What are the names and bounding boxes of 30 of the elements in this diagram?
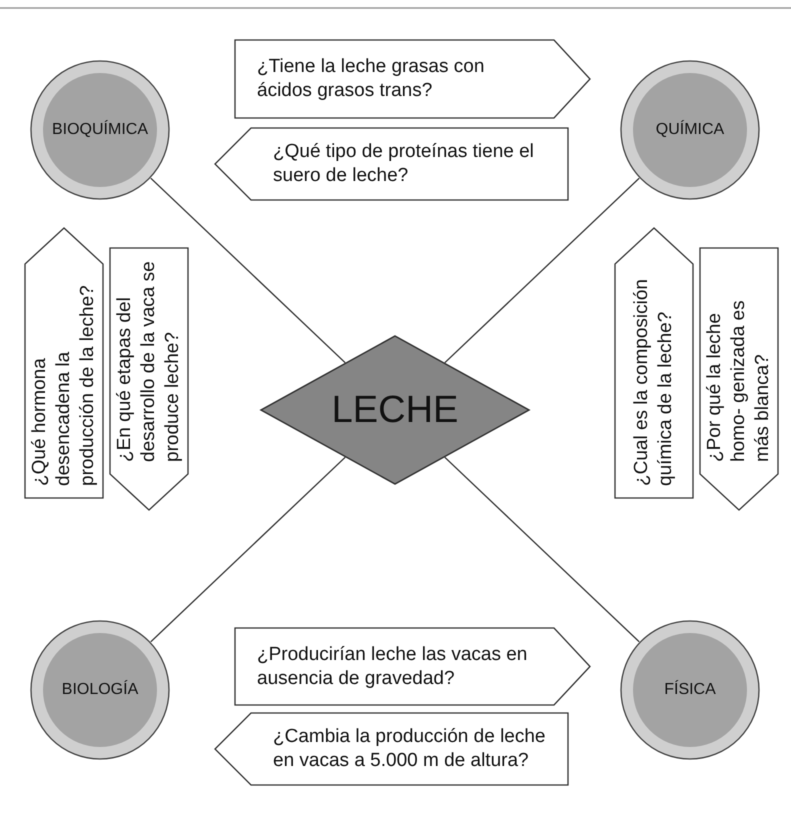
connector-line (150, 178, 346, 364)
connector-line (444, 456, 640, 642)
question-text: ¿Por qué la leche homo- genizada es más blanca? (703, 299, 774, 462)
question-text: ¿En qué etapas del desarrollo de la vaca se produce leche? (113, 260, 184, 462)
discipline-label: BIOLOGÍA (62, 681, 138, 699)
discipline-label: QUÍMICA (656, 121, 724, 139)
question-tag (25, 228, 103, 498)
discipline-label: BIOQUÍMICA (52, 121, 148, 139)
question-text: ¿Producirían leche las vacas en ausencia de gravedad? (257, 642, 528, 690)
question-tag (235, 628, 590, 705)
center-diamond (260, 335, 530, 485)
discipline-label: FÍSICA (664, 681, 716, 699)
question-tag (615, 228, 693, 498)
question-text: ¿Qué hormona desencadena la producción de la leche? (28, 284, 99, 486)
discipline-circle (30, 620, 170, 760)
question-text: ¿Cambia la producción de leche en vacas a 5.000 m de altura? (273, 725, 546, 773)
question-text: ¿Tiene la leche grasas con ácidos grasos trans? (257, 55, 486, 103)
question-tag (700, 248, 778, 510)
topic-label: LECHE (332, 388, 458, 432)
question-text: ¿Qué tipo de proteínas tiene el suero de leche? (273, 140, 535, 188)
question-tag (215, 128, 568, 200)
discipline-circle (30, 60, 170, 200)
question-tag (110, 248, 188, 510)
discipline-circle (620, 60, 760, 200)
connector-line (444, 178, 640, 364)
discipline-circle (620, 620, 760, 760)
question-text: ¿Cual es la composición química de la leche? (630, 278, 677, 486)
question-tag (215, 713, 568, 785)
connector-line (150, 456, 346, 642)
question-tag (235, 40, 590, 118)
